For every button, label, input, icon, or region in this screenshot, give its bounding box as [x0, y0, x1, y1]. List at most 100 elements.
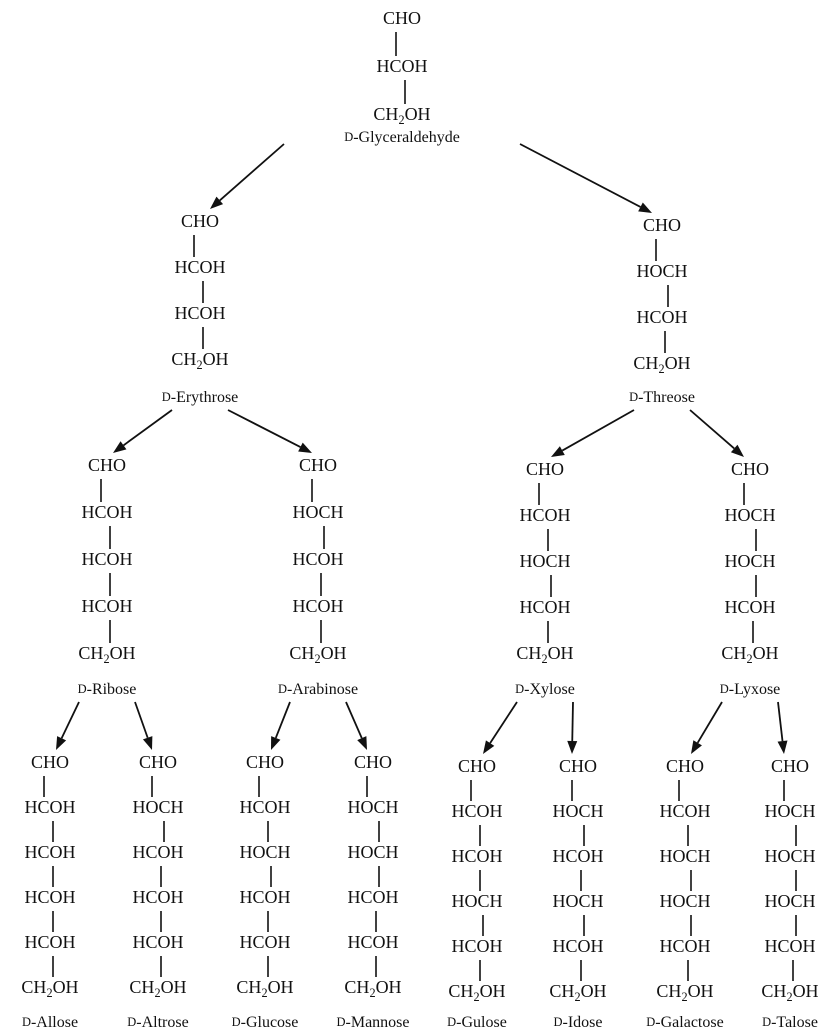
sugar-name-d-altrose: D-Altrose [127, 1014, 188, 1031]
group-cho-d-threose: CHO [643, 215, 681, 235]
sugar-name-d-idose: D-Idose [554, 1014, 603, 1031]
group-cho-d-erythrose: CHO [181, 211, 219, 231]
sugar-name-d-galactose: D-Galactose [646, 1014, 723, 1031]
group-hoch-d-galactose: HOCH [659, 891, 710, 911]
arrow-d-erythrose-to-d-arabinose [227, 409, 312, 453]
arrowhead [271, 736, 281, 750]
group-hcoh-d-arabinose: HCOH [292, 549, 343, 569]
arrow-shaft [122, 409, 173, 447]
group-hcoh-d-glucose: HCOH [239, 932, 290, 952]
sugar-name-d-xylose: D-Xylose [515, 681, 575, 698]
arrowhead [691, 740, 702, 754]
sugar-name-d-threose: D-Threose [629, 389, 695, 406]
arrow-d-erythrose-to-d-ribose [113, 409, 173, 453]
arrow-d-lyxose-to-d-talose [777, 701, 788, 754]
group-hcoh-d-altrose: HCOH [132, 842, 183, 862]
arrow-shaft [219, 143, 285, 202]
group-hcoh-d-xylose: HCOH [519, 505, 570, 525]
arrow-d-arabinose-to-d-mannose [345, 701, 367, 750]
arrowhead [56, 736, 67, 750]
group-ch2oh-d-mannose: CH2OH [344, 977, 401, 1000]
group-hcoh-d-mannose: HCOH [347, 887, 398, 907]
arrow-d-ribose-to-d-altrose [134, 701, 153, 750]
group-hcoh-d-erythrose: HCOH [174, 303, 225, 323]
group-hcoh-d-allose: HCOH [24, 842, 75, 862]
group-ch2oh-d-altrose: CH2OH [129, 977, 186, 1000]
group-hcoh-d-idose: HCOH [552, 846, 603, 866]
structure-d-glyceraldehyde: CHO HCOH CH2OH D-Glyceraldehyde [344, 8, 460, 146]
group-cho-d-altrose: CHO [139, 752, 177, 772]
sugar-name-d-lyxose: D-Lyxose [720, 681, 781, 698]
arrowhead [142, 736, 153, 750]
group-ch2oh-d-threose: CH2OH [633, 353, 690, 376]
sugar-name-d-mannose: D-Mannose [337, 1014, 410, 1031]
group-hoch-d-lyxose: HOCH [724, 505, 775, 525]
group-hcoh-d-allose: HCOH [24, 797, 75, 817]
group-cho-d-allose: CHO [31, 752, 69, 772]
sugar-name-d-talose: D-Talose [762, 1014, 818, 1031]
arrow-d-threose-to-d-lyxose [689, 409, 744, 457]
group-hoch-d-mannose: HOCH [347, 842, 398, 862]
group-cho-d-gulose: CHO [458, 756, 496, 776]
arrow-d-glyceraldehyde-to-d-threose [519, 143, 652, 213]
arrow-shaft [571, 701, 574, 742]
group-hoch-d-lyxose: HOCH [724, 551, 775, 571]
group-cho-d-lyxose: CHO [731, 459, 769, 479]
group-hcoh-d-xylose: HCOH [519, 597, 570, 617]
group-cho-d-glyceraldehyde: CHO [383, 8, 421, 28]
group-hcoh-d-glyceraldehyde: HCOH [376, 56, 427, 76]
arrowhead [298, 442, 312, 453]
group-ch2oh-d-lyxose: CH2OH [721, 643, 778, 666]
group-hcoh-d-ribose: HCOH [81, 596, 132, 616]
sugar-name-d-glyceraldehyde: D-Glyceraldehyde [344, 129, 460, 146]
group-ch2oh-d-gulose: CH2OH [448, 981, 505, 1004]
arrow-shaft [689, 409, 735, 450]
arrowhead [113, 441, 127, 453]
group-ch2oh-d-idose: CH2OH [549, 981, 606, 1004]
group-hoch-d-altrose: HOCH [132, 797, 183, 817]
group-ch2oh-d-ribose: CH2OH [78, 643, 135, 666]
group-hoch-d-xylose: HOCH [519, 551, 570, 571]
arrow-d-threose-to-d-xylose [551, 409, 635, 457]
arrowhead [551, 446, 565, 457]
structures-layer: CHOHCOHCH2OHD-GlyceraldehydeCHOHCOHHCOHC… [21, 8, 818, 1031]
arrowhead [357, 736, 367, 750]
group-hoch-d-galactose: HOCH [659, 846, 710, 866]
group-hcoh-d-glucose: HCOH [239, 887, 290, 907]
group-hoch-d-talose: HOCH [764, 846, 815, 866]
group-hcoh-d-threose: HCOH [636, 307, 687, 327]
group-ch2oh-d-glucose: CH2OH [236, 977, 293, 1000]
arrow-shaft [345, 701, 363, 739]
group-hcoh-d-ribose: HCOH [81, 502, 132, 522]
group-hcoh-d-glucose: HCOH [239, 797, 290, 817]
arrow-d-xylose-to-d-idose [567, 701, 578, 754]
group-hcoh-d-ribose: HCOH [81, 549, 132, 569]
group-ch2oh-d-talose: CH2OH [761, 981, 818, 1004]
arrow-shaft [777, 701, 784, 742]
group-ch2oh-d-xylose: CH2OH [516, 643, 573, 666]
arrow-d-ribose-to-d-allose [56, 701, 80, 750]
sugar-name-d-arabinose: D-Arabinose [278, 681, 358, 698]
sugar-name-d-gulose: D-Gulose [447, 1014, 507, 1031]
group-ch2oh-d-allose: CH2OH [21, 977, 78, 1000]
group-ch2oh-d-glyceraldehyde: CH2OH [373, 104, 430, 127]
sugar-name-d-glucose: D-Glucose [232, 1014, 299, 1031]
group-hoch-d-mannose: HOCH [347, 797, 398, 817]
group-hcoh-d-gulose: HCOH [451, 801, 502, 821]
arrowhead [483, 740, 495, 754]
group-hoch-d-idose: HOCH [552, 801, 603, 821]
group-cho-d-xylose: CHO [526, 459, 564, 479]
group-cho-d-glucose: CHO [246, 752, 284, 772]
arrow-shaft [60, 701, 80, 739]
group-hcoh-d-gulose: HCOH [451, 846, 502, 866]
group-ch2oh-d-erythrose: CH2OH [171, 349, 228, 372]
arrow-shaft [561, 409, 635, 452]
group-hoch-d-arabinose: HOCH [292, 502, 343, 522]
